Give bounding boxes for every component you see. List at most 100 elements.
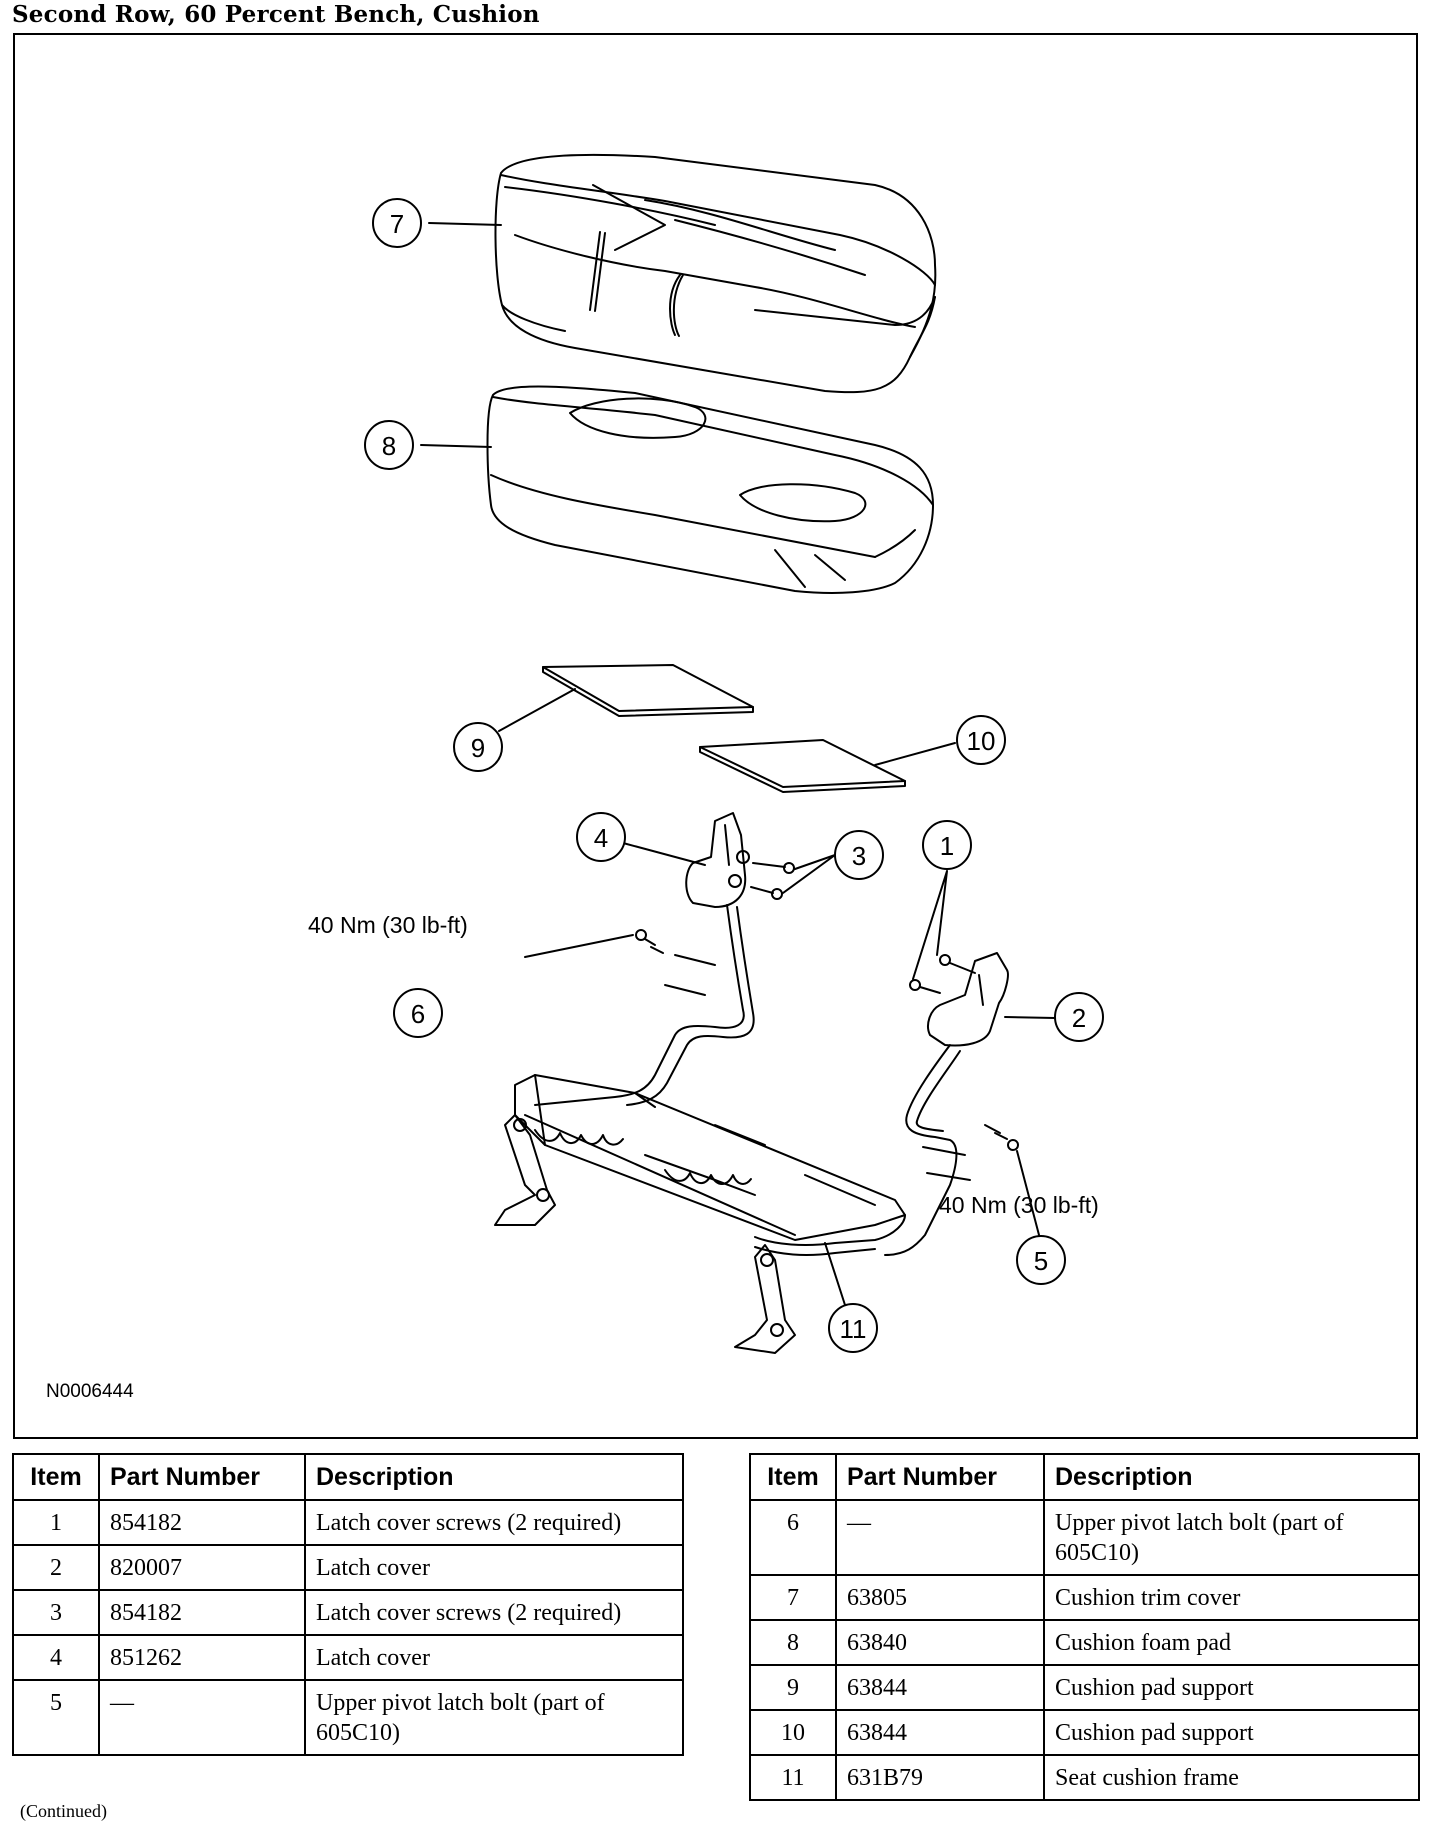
- column-header-description: Description: [1043, 1453, 1420, 1501]
- callout-leader-5: [1016, 1150, 1040, 1236]
- description-cell: Upper pivot latch bolt (part of 605C10): [1043, 1499, 1420, 1576]
- description-cell: Latch cover screws (2 required): [304, 1589, 684, 1636]
- item-cell: 4: [12, 1634, 100, 1681]
- parts-table-right: Item Part Number Description 6 — Upper p…: [749, 1453, 1420, 1801]
- part-number-cell: 63840: [835, 1619, 1045, 1666]
- callout-number-3: 3: [852, 841, 866, 871]
- description-cell: Cushion pad support: [1043, 1709, 1420, 1756]
- latch-cover-4-drawing: [685, 812, 795, 908]
- callout-number-9: 9: [471, 733, 485, 763]
- seat-cushion-frame-drawing: [494, 904, 971, 1354]
- callout-leader-4: [622, 842, 706, 866]
- callout-circle-5: [1016, 1235, 1066, 1285]
- part-number-cell: 851262: [98, 1634, 306, 1681]
- callout-circle-11: [828, 1303, 878, 1353]
- part-number-cell: 63844: [835, 1664, 1045, 1711]
- callout-leader-8: [420, 444, 492, 448]
- callout-circle-9: [453, 722, 503, 772]
- callout-circle-4: [576, 812, 626, 862]
- table-row: 3 854182 Latch cover screws (2 required): [12, 1589, 684, 1636]
- torque-label-5: 40 Nm (30 lb-ft): [939, 1192, 1099, 1218]
- callout-number-4: 4: [594, 823, 608, 853]
- latch-cover-2-drawing: [909, 952, 1009, 1047]
- cushion-trim-cover-drawing: [494, 153, 937, 394]
- column-header-part-number: Part Number: [98, 1453, 306, 1501]
- callout-leader-9: [498, 688, 576, 732]
- callout-leader-11: [824, 1242, 846, 1306]
- description-cell: Upper pivot latch bolt (part of 605C10): [304, 1679, 684, 1756]
- continued-note: (Continued): [20, 1801, 107, 1821]
- callout-number-1: 1: [940, 831, 954, 861]
- part-number-cell: —: [835, 1499, 1045, 1576]
- part-number-cell: 63844: [835, 1709, 1045, 1756]
- table-row: 9 63844 Cushion pad support: [749, 1664, 1420, 1711]
- callout-number-7: 7: [390, 209, 404, 239]
- item-cell: 9: [749, 1664, 837, 1711]
- table-row: 2 820007 Latch cover: [12, 1544, 684, 1591]
- callout-number-8: 8: [382, 431, 396, 461]
- callout-leader-6: [524, 934, 634, 958]
- callout-circle-3: [834, 830, 884, 880]
- table-header-row: Item Part Number Description: [749, 1453, 1420, 1501]
- description-cell: Latch cover: [304, 1544, 684, 1591]
- item-cell: 6: [749, 1499, 837, 1576]
- description-cell: Latch cover screws (2 required): [304, 1499, 684, 1546]
- callout-circle-6: [393, 988, 443, 1038]
- table-row: 1 854182 Latch cover screws (2 required): [12, 1499, 684, 1546]
- cushion-pad-support-9-drawing: [542, 664, 754, 717]
- item-cell: 5: [12, 1679, 100, 1756]
- part-number-cell: 631B79: [835, 1754, 1045, 1801]
- description-cell: Cushion foam pad: [1043, 1619, 1420, 1666]
- item-cell: 11: [749, 1754, 837, 1801]
- table-row: 8 63840 Cushion foam pad: [749, 1619, 1420, 1666]
- cushion-pad-support-10-drawing: [699, 739, 906, 793]
- table-header-row: Item Part Number Description: [12, 1453, 684, 1501]
- item-cell: 7: [749, 1574, 837, 1621]
- callout-leader-3: [782, 854, 836, 894]
- column-header-item: Item: [12, 1453, 100, 1501]
- callout-leader-1: [912, 870, 948, 980]
- callout-number-2: 2: [1072, 1003, 1086, 1033]
- item-cell: 2: [12, 1544, 100, 1591]
- callout-leader-7: [428, 222, 502, 226]
- callout-number-10: 10: [967, 726, 996, 756]
- exploded-view-drawing: 7 8 9 10 4 3 1 2 6 5 11 40 Nm (30 lb-ft)…: [46, 153, 1104, 1402]
- parts-table-left: Item Part Number Description 1 854182 La…: [12, 1453, 684, 1756]
- callout-number-6: 6: [411, 999, 425, 1029]
- table-row: 5 — Upper pivot latch bolt (part of 605C…: [12, 1679, 684, 1756]
- callout-circle-1: [922, 820, 972, 870]
- part-number-cell: 854182: [98, 1499, 306, 1546]
- column-header-item: Item: [749, 1453, 837, 1501]
- callout-number-5: 5: [1034, 1246, 1048, 1276]
- item-cell: 3: [12, 1589, 100, 1636]
- callout-leader-10: [874, 742, 956, 766]
- description-cell: Latch cover: [304, 1634, 684, 1681]
- callout-circle-10: [956, 715, 1006, 765]
- part-number-cell: 820007: [98, 1544, 306, 1591]
- callout-circle-7: [372, 198, 422, 248]
- exploded-view-figure: 7 8 9 10 4 3 1 2 6 5 11 40 Nm (30 lb-ft)…: [13, 33, 1418, 1439]
- callout-leader-2: [1004, 1016, 1056, 1019]
- table-row: 4 851262 Latch cover: [12, 1634, 684, 1681]
- item-cell: 8: [749, 1619, 837, 1666]
- column-header-part-number: Part Number: [835, 1453, 1045, 1501]
- pivot-bolt-6-drawing: [635, 929, 664, 954]
- table-row: 11 631B79 Seat cushion frame: [749, 1754, 1420, 1801]
- page-title: Second Row, 60 Percent Bench, Cushion: [12, 1, 540, 28]
- callout-circle-2: [1054, 992, 1104, 1042]
- torque-label-6: 40 Nm (30 lb-ft): [308, 912, 468, 938]
- item-cell: 10: [749, 1709, 837, 1756]
- table-row: 7 63805 Cushion trim cover: [749, 1574, 1420, 1621]
- figure-code: N0006444: [46, 1381, 134, 1402]
- pivot-bolt-5-drawing: [984, 1124, 1019, 1151]
- callout-circle-8: [364, 420, 414, 470]
- description-cell: Seat cushion frame: [1043, 1754, 1420, 1801]
- table-row: 6 — Upper pivot latch bolt (part of 605C…: [749, 1499, 1420, 1576]
- description-cell: Cushion pad support: [1043, 1664, 1420, 1711]
- part-number-cell: —: [98, 1679, 306, 1756]
- callout-number-11: 11: [840, 1314, 867, 1344]
- column-header-description: Description: [304, 1453, 684, 1501]
- description-cell: Cushion trim cover: [1043, 1574, 1420, 1621]
- part-number-cell: 63805: [835, 1574, 1045, 1621]
- item-cell: 1: [12, 1499, 100, 1546]
